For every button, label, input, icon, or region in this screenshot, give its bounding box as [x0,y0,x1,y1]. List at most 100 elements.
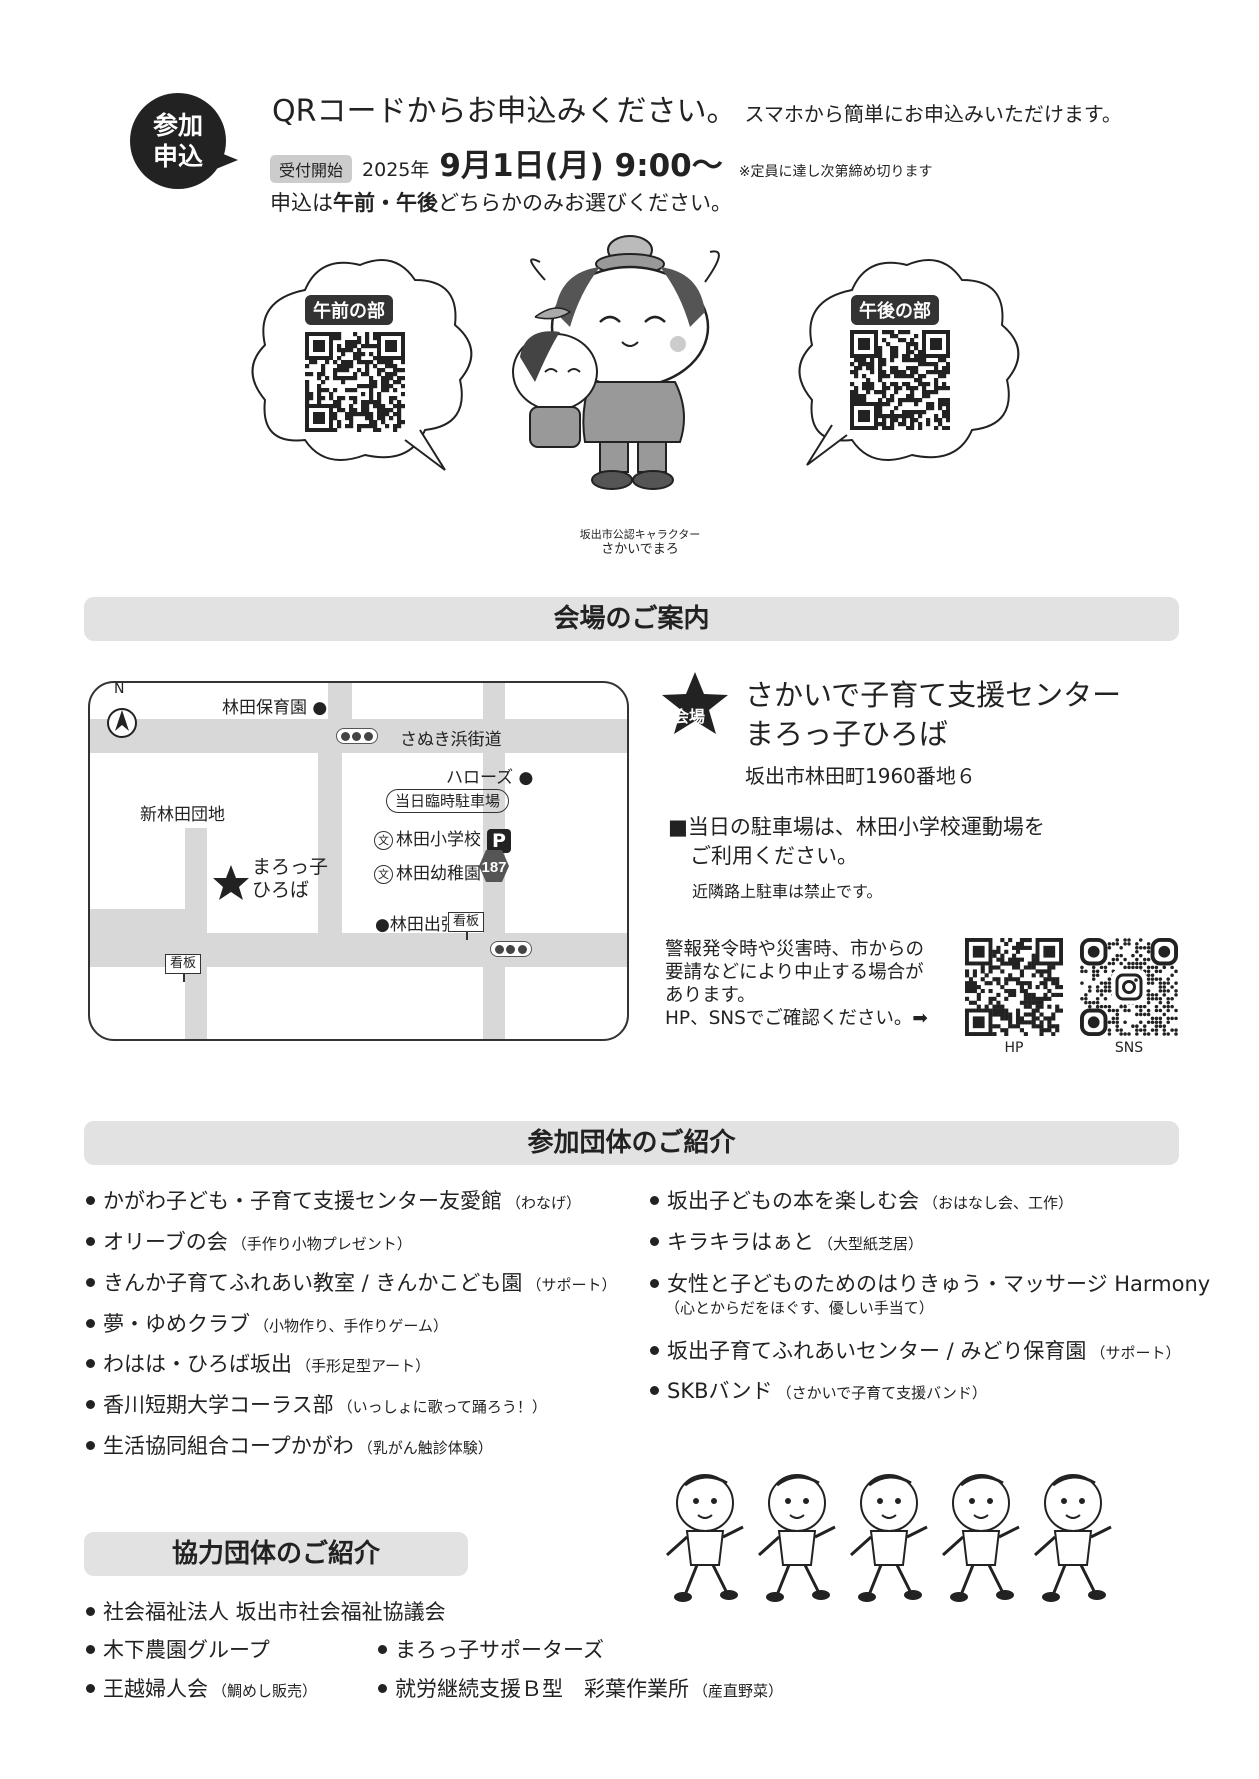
org-list-item: きんか子育てふれあい教室 / きんかこども園（サポート） [86,1267,616,1297]
am-qr-code[interactable] [305,332,405,432]
map-sanuki-road: さぬき浜街道 [400,730,502,750]
bullet-icon [86,1684,95,1693]
org-list-item: オリーブの会（手作り小物プレゼント） [86,1226,412,1256]
map-kanban-sign: 看板 [165,954,202,982]
org-list-item: 夢・ゆめクラブ（小物作り、手作りゲーム） [86,1308,448,1338]
map-hayashida-nursery: 林田保育園 ● [222,698,328,718]
map-elementary-label: 林田小学校 [396,830,481,850]
reception-tag: 受付開始 [270,155,353,183]
apply-bubble-line2: 申込 [152,142,203,171]
map-kindergarten: 文林田幼稚園 [374,859,481,884]
hp-label: HP [1004,1040,1024,1056]
bullet-icon [86,1319,95,1328]
org-note: （おはなし会、工作） [923,1194,1074,1212]
route-187-label: 187 [481,859,506,876]
org-list-item: 坂出子どもの本を楽しむ会（おはなし会、工作） [650,1185,1073,1215]
character-caption: 坂出市公認キャラクター さかいでまろ [540,527,740,557]
bullet-icon [650,1386,659,1395]
north-label: N [114,681,125,697]
org-list-item: SKBバンド（さかいで子育て支援バンド） [650,1375,987,1405]
org-name: 木下農園グループ [103,1638,270,1662]
north-arrow-icon [107,708,137,738]
choose-am-pm: 午前・午後 [333,191,438,215]
warning-line: 要請などにより中止する場合が [665,962,924,983]
org-list-item: 女性と子どものためのはりきゅう・マッサージ Harmony [650,1268,1214,1298]
warning-notice: 警報発令時や災害時、市からの 要請などにより中止する場合が あります。 HP、S… [665,938,928,1030]
org-name: 社会福祉法人 坂出市社会福祉協議会 [103,1600,446,1624]
org-note: （さかいで子育て支援バンド） [776,1384,987,1402]
route-187-icon: 187 [479,850,509,882]
org-note: （サポート） [526,1276,617,1294]
venue-name-line1: さかいで子育て支援センター [745,678,1122,712]
traffic-signal-icon [336,728,378,744]
org-note: （サポート） [1090,1344,1181,1362]
reception-year: 2025年 [362,159,430,181]
apply-bubble-line1: 参加 [152,111,203,140]
org-list-item: かがわ子ども・子育て支援センター友愛館（わなげ） [86,1185,581,1215]
parking-note: 近隣路上駐車は禁止です。 [692,882,883,901]
map-harows: ハローズ ● [446,768,534,788]
parking-info: ■当日の駐車場は、林田小学校運動場を ご利用ください。 [668,813,1045,871]
org-note: （わなげ） [506,1194,582,1212]
am-label: 午前の部 [305,295,393,325]
map-venue-line2: ひろば [252,879,310,901]
bullet-icon [650,1346,659,1355]
org-name: オリーブの会 [103,1230,228,1254]
pm-label: 午後の部 [851,295,939,325]
org-name: まろっ子サポーターズ [395,1638,604,1662]
bullet-icon [86,1359,95,1368]
org-name: 香川短期大学コーラス部 [103,1393,334,1417]
choose-pre: 申込は [270,191,333,215]
venue-star-icon [213,865,249,900]
org-note: （いっしょに歌って踊ろう！） [337,1398,547,1416]
venue-map: N 林田保育園 ● さぬき浜街道 ハローズ ● 新林田団地 当日臨時駐車場 文林… [88,681,629,1041]
warning-line: 警報発令時や災害時、市からの [665,939,925,960]
org-name: 坂出子どもの本を楽しむ会 [667,1189,919,1213]
org-name: 生活協同組合コープかがわ [103,1434,354,1458]
coop-list-item: まろっ子サポーターズ [378,1634,608,1664]
character-caption1: 坂出市公認キャラクター [579,528,701,541]
bullet-icon [378,1645,387,1654]
org-list-item: 香川短期大学コーラス部（いっしょに歌って踊ろう！） [86,1389,547,1419]
sakaidemaro-character [512,235,720,490]
choose-post: どちらかのみお選びください。 [438,191,732,215]
bullet-icon [650,1237,659,1246]
map-kindergarten-label: 林田幼稚園 [396,864,481,884]
venue-address: 坂出市林田町1960番地６ [745,764,976,788]
parking-line2: ご利用ください。 [690,844,858,868]
orgs-section-title: 参加団体のご紹介 [84,1121,1179,1165]
org-list-item: わはは・ひろば坂出（手形足型アート） [86,1348,430,1378]
bullet-icon [86,1400,95,1409]
org-list-item: 生活協同組合コープかがわ（乳がん触診体験） [86,1430,493,1460]
sns-label: SNS [1114,1040,1144,1056]
reception-note: ※定員に達し次第締め切ります [738,164,933,180]
venue-name: さかいで子育て支援センター まろっ子ひろば [745,676,1121,754]
kids-illustration [665,1474,1112,1602]
coop-list-item: 社会福祉法人 坂出市社会福祉協議会 [86,1596,450,1626]
bullet-icon [86,1645,95,1654]
bullet-icon [86,1441,95,1450]
coop-list-item: 就労継続支援Ｂ型 彩葉作業所（産直野菜） [378,1673,783,1703]
harmony-sub-note: （心とからだをほぐす、優しい手当て） [665,1299,934,1317]
map-venue-label: まろっ子ひろば [252,856,328,902]
apply-choose: 申込は午前・午後どちらかのみお選びください。 [270,187,732,217]
bullet-icon [650,1279,659,1288]
traffic-signal-icon [490,941,532,957]
org-name: 夢・ゆめクラブ [103,1312,250,1336]
venue-star-label: 会場 [673,707,706,726]
hp-qr-code[interactable] [965,938,1063,1036]
map-venue-line1: まろっ子 [252,856,329,878]
coop-list-item: 王越婦人会（鯛めし販売） [86,1673,317,1703]
map-shin-danchi: 新林田団地 [140,805,225,825]
org-name: かがわ子ども・子育て支援センター友愛館 [103,1189,502,1213]
org-note: （産直野菜） [693,1682,784,1700]
pm-qr-code[interactable] [850,330,950,430]
map-kanban-sign: 看板 [448,912,485,940]
reception-line: 受付開始 2025年 9月1日(月) 9:00～ ※定員に達し次第締め切ります [270,140,932,185]
org-note: （鯛めし販売） [212,1682,318,1700]
coop-section-title: 協力団体のご紹介 [84,1532,468,1576]
school-icon: 文 [374,865,393,884]
parking-icon: P [487,829,511,853]
org-note: （小物作り、手作りゲーム） [254,1317,448,1335]
